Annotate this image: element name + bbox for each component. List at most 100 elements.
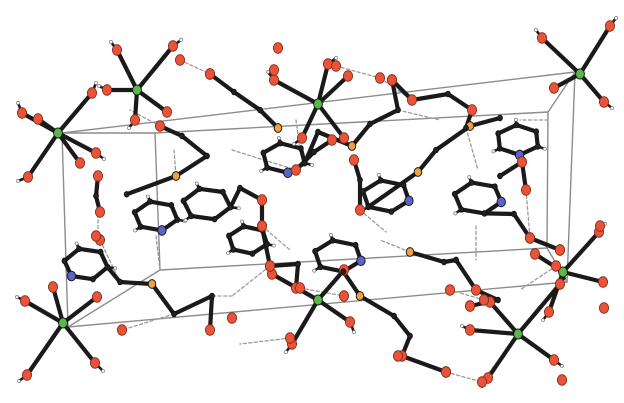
carbon-atom <box>137 223 144 230</box>
carbon-atom <box>451 190 458 198</box>
hbond-line <box>295 119 301 151</box>
hydrogen-atom <box>194 181 199 186</box>
bond <box>341 269 363 299</box>
carbon-atom <box>295 260 301 268</box>
oxygen-atom <box>161 106 173 118</box>
oxygen-atom <box>154 120 166 132</box>
bond <box>117 279 155 287</box>
bond <box>25 130 61 180</box>
carbon-atom <box>340 268 347 275</box>
bond <box>173 153 210 179</box>
bond <box>407 249 447 265</box>
bond <box>271 77 321 107</box>
hbond-line <box>519 265 557 291</box>
sulfur-atom <box>413 167 423 177</box>
oxygen-atom <box>272 42 284 54</box>
hbond-line <box>121 313 175 331</box>
bond <box>260 228 273 269</box>
bond <box>315 297 353 325</box>
oxygen-atom <box>47 281 59 293</box>
oxygen-atom <box>604 20 616 32</box>
bond <box>409 91 451 103</box>
bond <box>231 89 263 113</box>
oxygen-atom <box>392 350 404 362</box>
oxygen-atom <box>440 366 452 378</box>
oxygen-atom <box>597 276 609 288</box>
bond <box>315 101 347 141</box>
bond <box>179 133 210 159</box>
bond <box>299 101 321 141</box>
carbon-atom <box>180 197 187 205</box>
carbon-atom <box>377 177 384 184</box>
nitrogen-atom <box>66 270 77 282</box>
hydrogen-atom <box>467 175 472 180</box>
hydrogen-atom <box>102 157 106 161</box>
bond <box>55 130 83 166</box>
sulfur-atom <box>355 291 365 301</box>
hydrogen-atom <box>113 266 118 271</box>
bond <box>560 229 602 275</box>
bond <box>197 186 225 195</box>
oxygen-atom <box>94 206 106 218</box>
bond <box>134 43 176 93</box>
hbond-line <box>359 209 387 233</box>
hydrogen-atom <box>146 194 150 199</box>
bond <box>171 293 215 317</box>
carbon-atom <box>463 124 469 132</box>
hbond-line <box>445 371 483 383</box>
bond <box>391 313 413 339</box>
oxygen-atom <box>554 278 566 290</box>
hydrogen-atom <box>534 28 538 32</box>
hydrogen-atom <box>94 81 98 85</box>
bond <box>315 61 331 107</box>
hydrogen-atom <box>179 38 183 42</box>
oxygen-atom <box>344 316 356 328</box>
carbon-atom <box>468 179 475 186</box>
hydrogen-atom <box>284 350 288 354</box>
metal-atom <box>513 328 523 340</box>
oxygen-atom <box>111 44 123 56</box>
oxygen-atom <box>556 374 568 386</box>
metal-atom <box>132 84 142 96</box>
hydrogen-atom <box>541 318 545 322</box>
carbon-atom <box>481 210 488 217</box>
nitrogen-atom <box>283 167 293 179</box>
hydrogen-atom <box>16 179 20 183</box>
bond <box>62 246 82 263</box>
hydrogen-atom <box>271 243 276 248</box>
hydrogen-atom <box>133 228 138 233</box>
oxygen-atom <box>524 232 536 244</box>
metal-atom <box>58 317 68 329</box>
bond <box>399 353 449 375</box>
carbon-atom <box>117 278 123 286</box>
bond <box>485 331 521 381</box>
oxygen-atom <box>342 70 354 82</box>
carbon-atom <box>495 296 501 304</box>
carbon-atom <box>220 188 226 196</box>
bond <box>482 211 517 217</box>
bond <box>496 122 519 136</box>
carbon-atom <box>227 203 234 211</box>
bond <box>577 23 613 77</box>
hbond-line <box>335 65 381 79</box>
bond <box>357 293 397 319</box>
oxygen-atom <box>338 132 350 144</box>
bond <box>312 238 335 254</box>
hydrogen-atom <box>513 117 518 122</box>
carbon-atom <box>311 148 317 156</box>
hydrogen-atom <box>312 268 317 273</box>
bond <box>114 47 140 93</box>
oxygen-atom <box>464 324 476 336</box>
sulfur-atom <box>273 123 283 133</box>
carbon-atom <box>76 245 82 253</box>
metal-atom <box>313 98 323 110</box>
hydrogen-atom <box>109 40 113 44</box>
bond <box>132 199 153 215</box>
hbond-line <box>397 109 441 121</box>
bond <box>228 185 243 210</box>
unit-cell-edge <box>67 269 161 328</box>
carbon-atom <box>131 209 138 216</box>
carbon-atom <box>388 208 395 215</box>
bond <box>134 87 170 115</box>
bond <box>231 247 255 256</box>
